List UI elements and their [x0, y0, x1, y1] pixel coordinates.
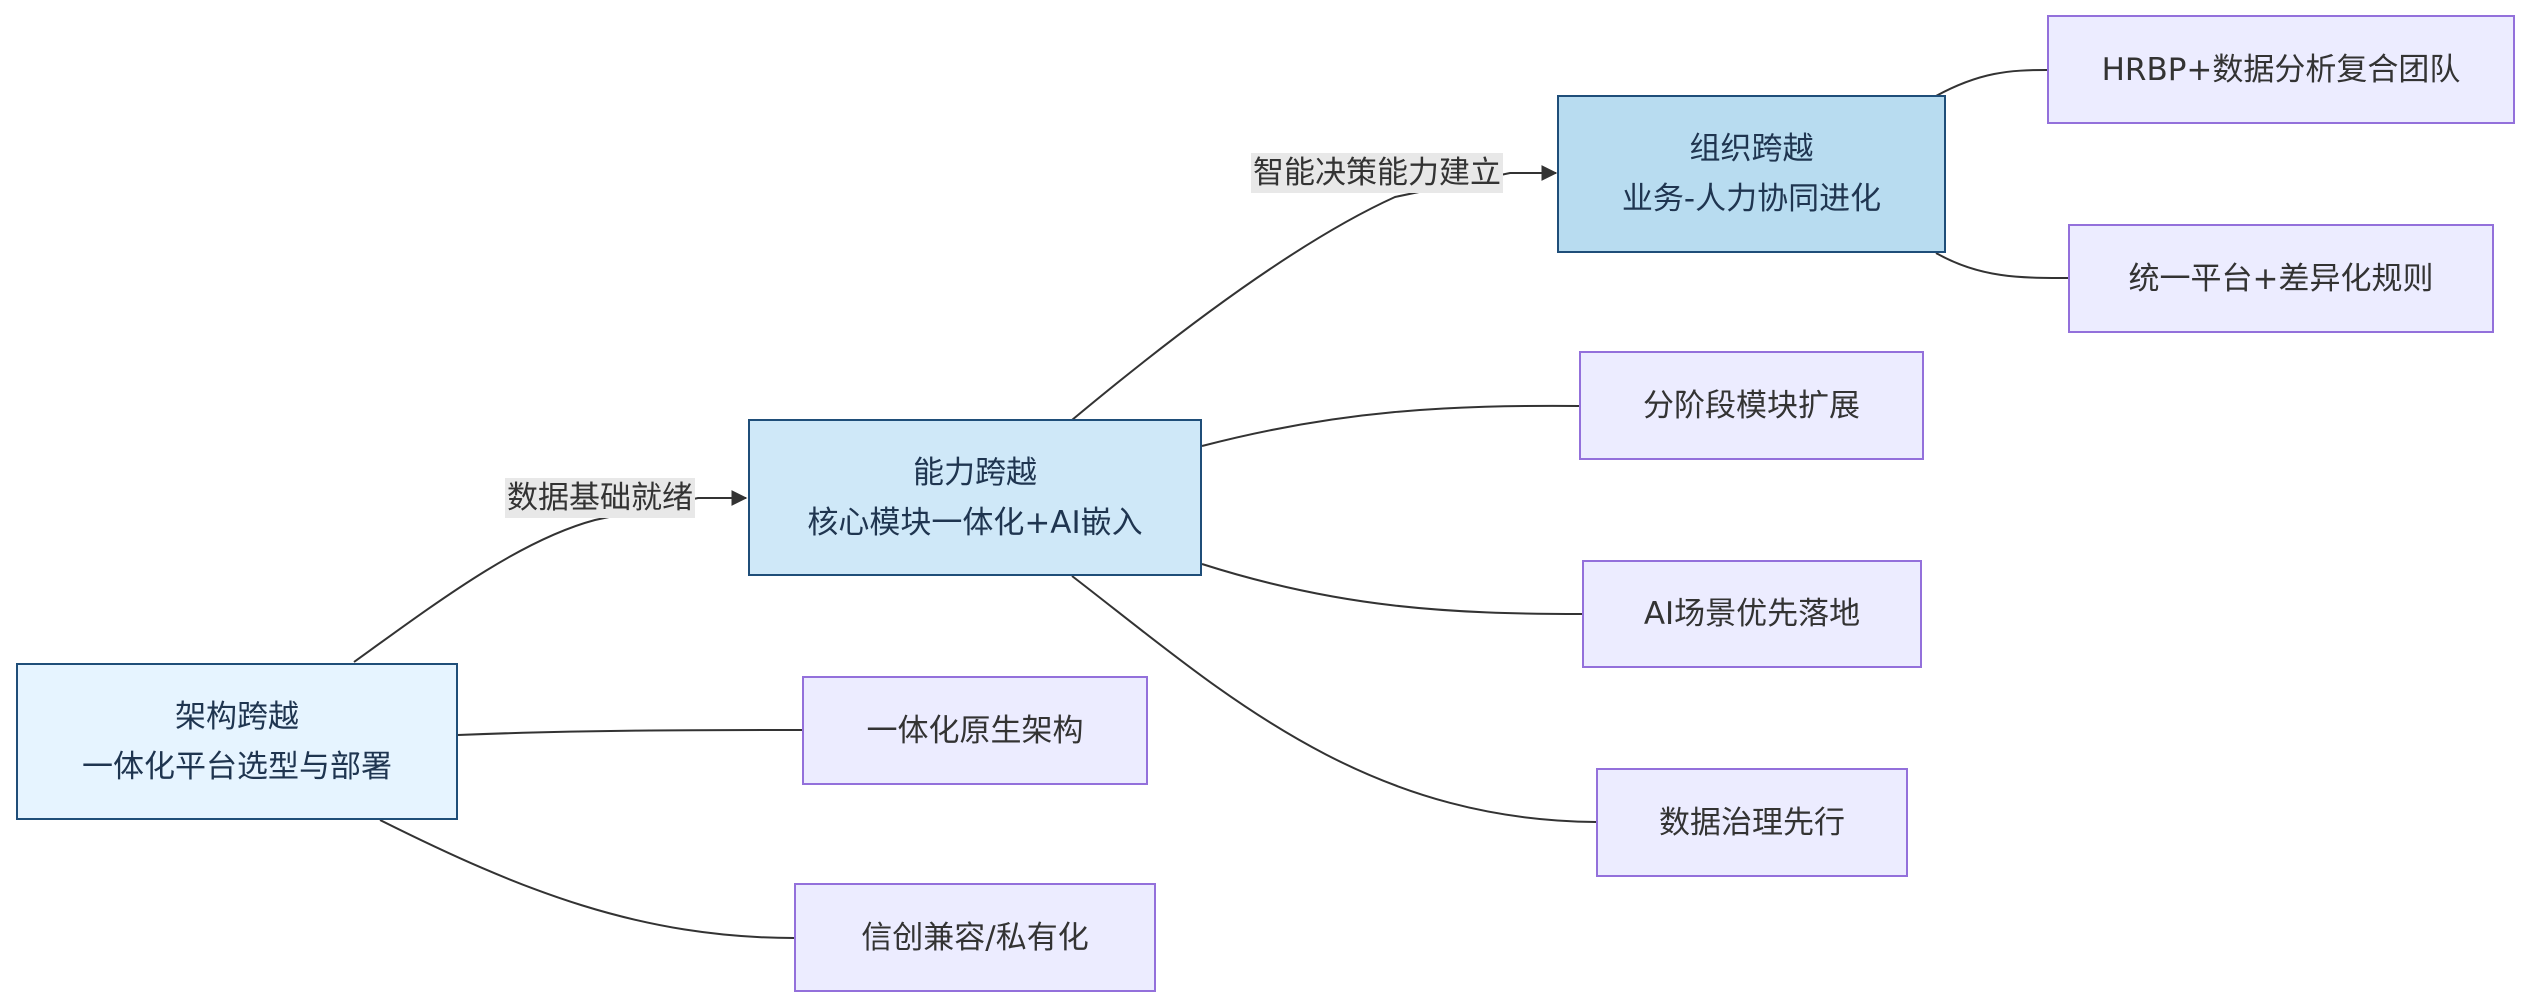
edge-cap-to-cap-3 — [1071, 575, 1597, 823]
stage-title: 能力跨越 — [913, 454, 1037, 491]
stage-subtitle: 业务-人力协同进化 — [1621, 181, 1882, 217]
leaf-label: 分阶段模块扩展 — [1643, 387, 1860, 424]
stage-subtitle: 核心模块一体化+AI嵌入 — [807, 504, 1143, 541]
transition-label-cap-to-org: 智能决策能力建立 — [1251, 153, 1503, 193]
leaf-label: 一体化原生架构 — [866, 712, 1084, 749]
edge-cap-to-cap-1 — [1201, 404, 1580, 447]
stage-subtitle: 一体化平台选型与部署 — [82, 748, 392, 785]
stage-title: 组织跨越 — [1689, 131, 1814, 167]
edge-arch-to-arch-2 — [379, 819, 795, 939]
leaf-node-arch-2: 信创兼容/私有化 — [794, 883, 1156, 992]
edge-arch-to-cap — [353, 490, 748, 663]
edge-org-to-org-2 — [1935, 252, 2069, 279]
leaf-node-cap-1: 分阶段模块扩展 — [1579, 351, 1924, 460]
edge-cap-to-cap-2 — [1201, 563, 1583, 615]
leaf-node-org-2: 统一平台+差异化规则 — [2068, 224, 2494, 333]
transition-label-arch-to-cap: 数据基础就绪 — [505, 478, 695, 518]
leaf-node-org-1: HRBP+数据分析复合团队 — [2047, 15, 2515, 124]
leaf-node-cap-3: 数据治理先行 — [1596, 768, 1908, 877]
stage-title: 架构跨越 — [175, 698, 299, 735]
leaf-label: 统一平台+差异化规则 — [2128, 260, 2434, 297]
stage-node-organization: 组织跨越 业务-人力协同进化 — [1557, 95, 1946, 253]
leaf-node-cap-2: AI场景优先落地 — [1582, 560, 1922, 668]
leaf-label: 数据治理先行 — [1659, 804, 1845, 841]
leaf-node-arch-1: 一体化原生架构 — [802, 676, 1148, 785]
edge-org-to-org-1 — [1935, 69, 2048, 97]
stage-node-architecture: 架构跨越 一体化平台选型与部署 — [16, 663, 458, 820]
leaf-label: HRBP+数据分析复合团队 — [2101, 51, 2461, 88]
edge-cap-to-org — [1071, 165, 1558, 421]
stage-node-capability: 能力跨越 核心模块一体化+AI嵌入 — [748, 419, 1202, 576]
leaf-label: AI场景优先落地 — [1643, 596, 1861, 632]
edge-arch-to-arch-1 — [457, 729, 803, 736]
leaf-label: 信创兼容/私有化 — [861, 919, 1089, 956]
